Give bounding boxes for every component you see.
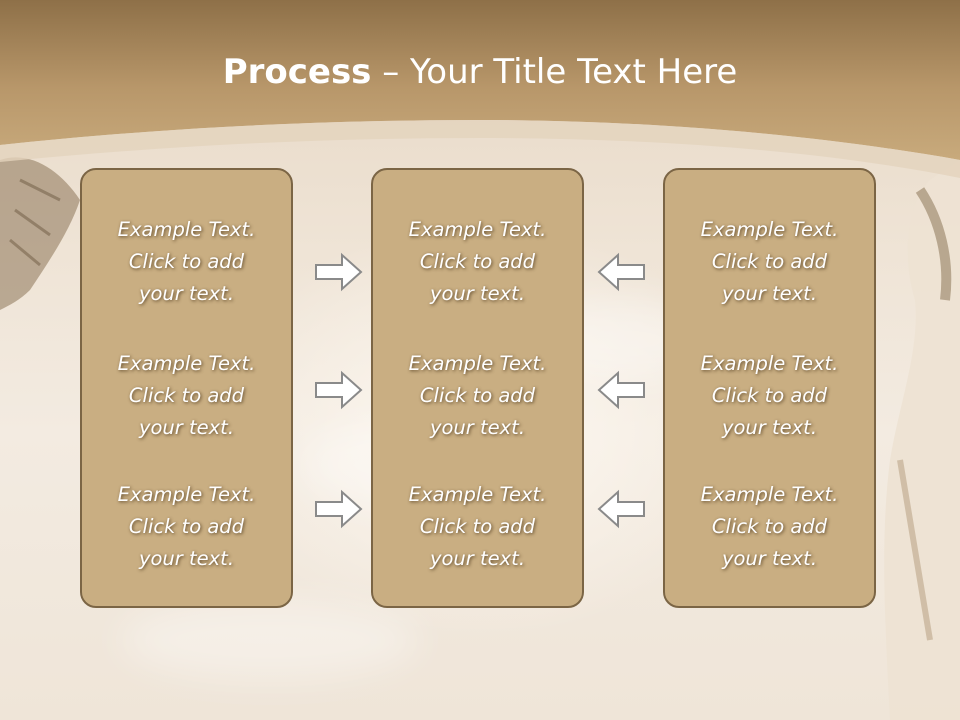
left-arrow-icon <box>597 252 645 292</box>
left-arrow-icon <box>597 489 645 529</box>
text-placeholder[interactable]: Example Text. Click to add your text. <box>117 352 256 439</box>
title-rest: – Your Title Text Here <box>371 52 738 92</box>
text-placeholder[interactable]: Example Text. Click to add your text. <box>408 483 547 570</box>
wing-silhouette-decoration <box>0 157 80 310</box>
header-band <box>0 0 960 178</box>
text-placeholder[interactable]: Example Text. Click to add your text. <box>700 218 839 305</box>
process-box-center[interactable]: Example Text. Click to add your text. Ex… <box>371 168 584 608</box>
text-placeholder[interactable]: Example Text. Click to add your text. <box>700 352 839 439</box>
right-arrow-icon <box>315 489 363 529</box>
text-placeholder[interactable]: Example Text. Click to add your text. <box>700 483 839 570</box>
text-placeholder[interactable]: Example Text. Click to add your text. <box>117 218 256 305</box>
process-box-right[interactable]: Example Text. Click to add your text. Ex… <box>663 168 876 608</box>
cloud <box>120 600 420 680</box>
left-arrow-icon <box>597 370 645 410</box>
process-box-left[interactable]: Example Text. Click to add your text. Ex… <box>80 168 293 608</box>
right-arrow-icon <box>315 370 363 410</box>
figure-silhouette-decoration <box>884 160 960 720</box>
right-arrow-icon <box>315 252 363 292</box>
text-placeholder[interactable]: Example Text. Click to add your text. <box>117 483 256 570</box>
text-placeholder[interactable]: Example Text. Click to add your text. <box>408 218 547 305</box>
title-bold: Process <box>222 52 372 92</box>
slide-title[interactable]: Process – Your Title Text Here <box>0 52 960 92</box>
text-placeholder[interactable]: Example Text. Click to add your text. <box>408 352 547 439</box>
